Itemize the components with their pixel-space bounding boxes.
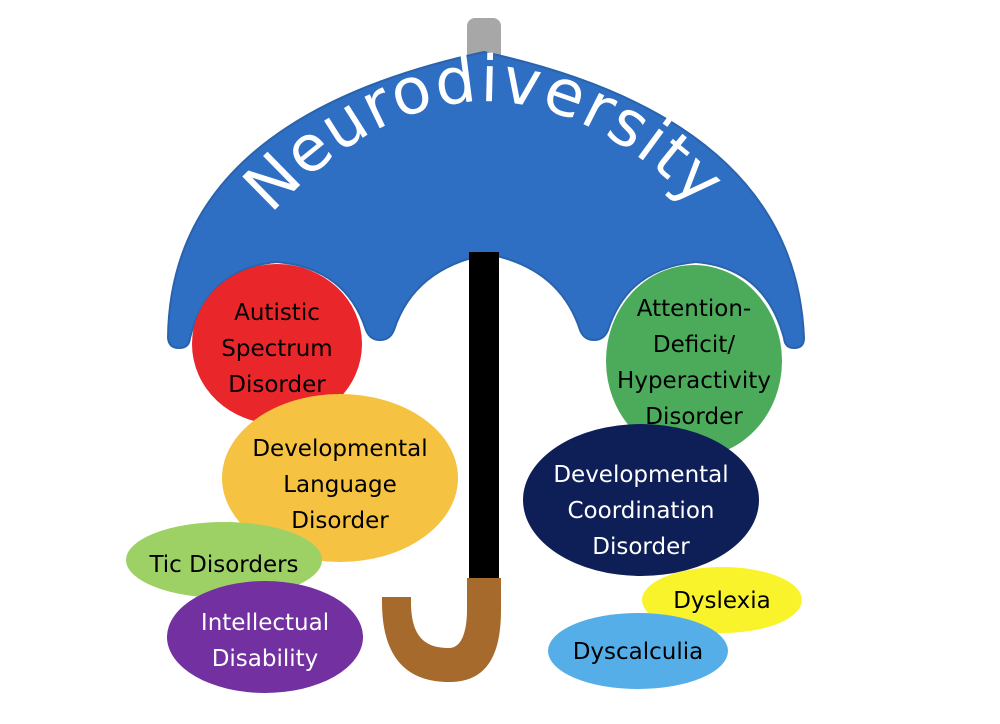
condition-dyscalculia-label: Dyscalculia	[573, 639, 704, 665]
condition-dcd-line: Developmental	[553, 462, 728, 488]
condition-dcd-bubble	[523, 424, 759, 576]
condition-dcd-line: Coordination	[568, 498, 715, 524]
condition-adhd-line: Attention-	[637, 296, 751, 322]
condition-dyslexia-bubble	[642, 567, 802, 633]
condition-autistic-line: Spectrum	[221, 336, 332, 362]
condition-tic-label: Tic Disorders	[148, 552, 298, 578]
condition-id-line: Disability	[212, 646, 319, 672]
condition-adhd-line: Deficit/	[653, 332, 735, 358]
condition-dld-line: Disorder	[291, 508, 389, 534]
condition-autistic-line: Disorder	[228, 372, 326, 398]
condition-id-line: Intellectual	[201, 610, 329, 636]
umbrella-handle	[382, 578, 501, 682]
condition-tic: Tic Disorders	[126, 522, 322, 598]
condition-id-bubble	[167, 581, 363, 693]
condition-dyscalculia: Dyscalculia	[548, 613, 728, 689]
umbrella-canopy	[166, 50, 806, 350]
condition-dyscalculia-line: Dyscalculia	[573, 639, 704, 665]
condition-dyscalculia-bubble	[548, 613, 728, 689]
condition-dyslexia-label: Dyslexia	[673, 588, 771, 614]
condition-tic-bubble	[126, 522, 322, 598]
condition-dcd-line: Disorder	[592, 534, 690, 560]
umbrella-tip	[467, 18, 501, 62]
condition-dyslexia-line: Dyslexia	[673, 588, 771, 614]
umbrella-shaft	[469, 252, 499, 588]
condition-dld-line: Developmental	[252, 436, 427, 462]
condition-dld-bubble	[222, 394, 458, 562]
condition-autistic-bubble	[192, 264, 362, 424]
condition-dld-line: Language	[283, 472, 397, 498]
condition-tic-line: Tic Disorders	[148, 552, 298, 578]
condition-dyslexia: Dyslexia	[642, 567, 802, 633]
condition-autistic-line: Autistic	[234, 300, 320, 326]
condition-adhd-line: Hyperactivity	[617, 368, 771, 394]
condition-adhd-bubble	[606, 265, 782, 457]
